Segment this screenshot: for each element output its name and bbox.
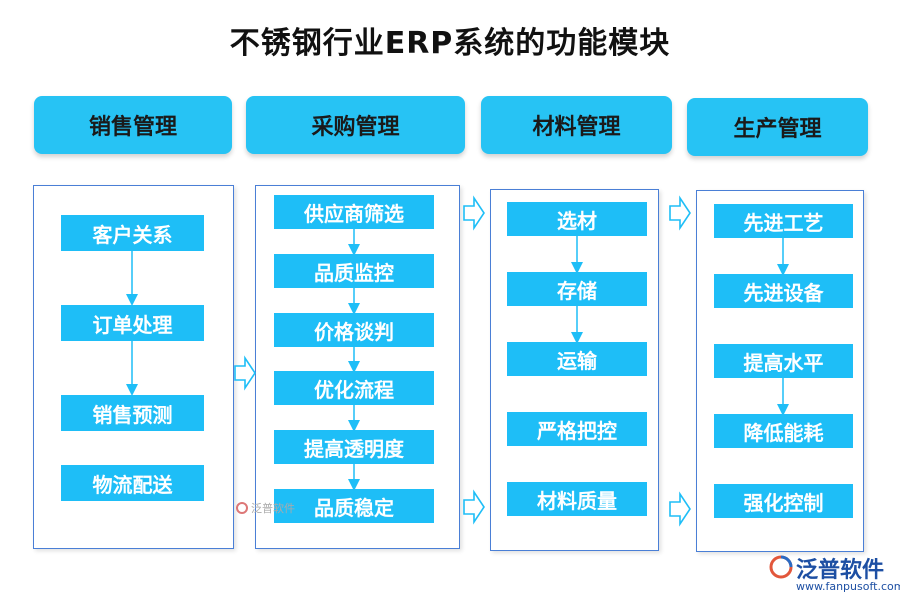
header-production: 生产管理 — [687, 98, 868, 156]
item-quality-monitoring: 品质监控 — [274, 254, 434, 288]
item-material-quality: 材料质量 — [507, 482, 647, 516]
item-raise-level: 提高水平 — [714, 344, 853, 378]
item-price-negotiation: 价格谈判 — [274, 313, 434, 347]
item-logistics: 物流配送 — [61, 465, 204, 501]
logo-icon — [769, 555, 793, 579]
header-sales: 销售管理 — [34, 96, 232, 154]
header-materials: 材料管理 — [481, 96, 672, 154]
block-arrow-purch-to-mat-bottom — [463, 489, 485, 525]
block-arrow-purch-to-mat-top — [463, 195, 485, 231]
item-supplier-screening: 供应商筛选 — [274, 195, 434, 229]
item-sales-forecast: 销售预测 — [61, 395, 204, 431]
item-advanced-technology: 先进工艺 — [714, 204, 853, 238]
watermark: 泛普软件 — [236, 500, 295, 516]
item-stable-quality: 品质稳定 — [274, 489, 434, 523]
item-strengthen-control: 强化控制 — [714, 484, 853, 518]
brand-logo: 泛普软件 www.fanpusoft.com — [766, 548, 900, 596]
item-reduce-consumption: 降低能耗 — [714, 414, 853, 448]
block-arrow-sales-to-purch — [234, 355, 256, 391]
item-transport: 运输 — [507, 342, 647, 376]
block-arrow-mat-to-prod-top — [669, 195, 691, 231]
watermark-text: 泛普软件 — [251, 502, 295, 515]
item-transparency: 提高透明度 — [274, 430, 434, 464]
logo-url: www.fanpusoft.com — [796, 580, 900, 593]
item-strict-control: 严格把控 — [507, 412, 647, 446]
item-advanced-equipment: 先进设备 — [714, 274, 853, 308]
logo-name: 泛普软件 — [796, 558, 885, 583]
page-title: 不锈钢行业ERP系统的功能模块 — [229, 26, 671, 61]
block-arrow-mat-to-prod-bottom — [669, 491, 691, 527]
item-customer-relations: 客户关系 — [61, 215, 204, 251]
item-order-processing: 订单处理 — [61, 305, 204, 341]
watermark-logo-icon — [236, 502, 248, 514]
item-storage: 存储 — [507, 272, 647, 306]
item-material-selection: 选材 — [507, 202, 647, 236]
header-purchasing: 采购管理 — [246, 96, 465, 154]
item-optimize-process: 优化流程 — [274, 371, 434, 405]
